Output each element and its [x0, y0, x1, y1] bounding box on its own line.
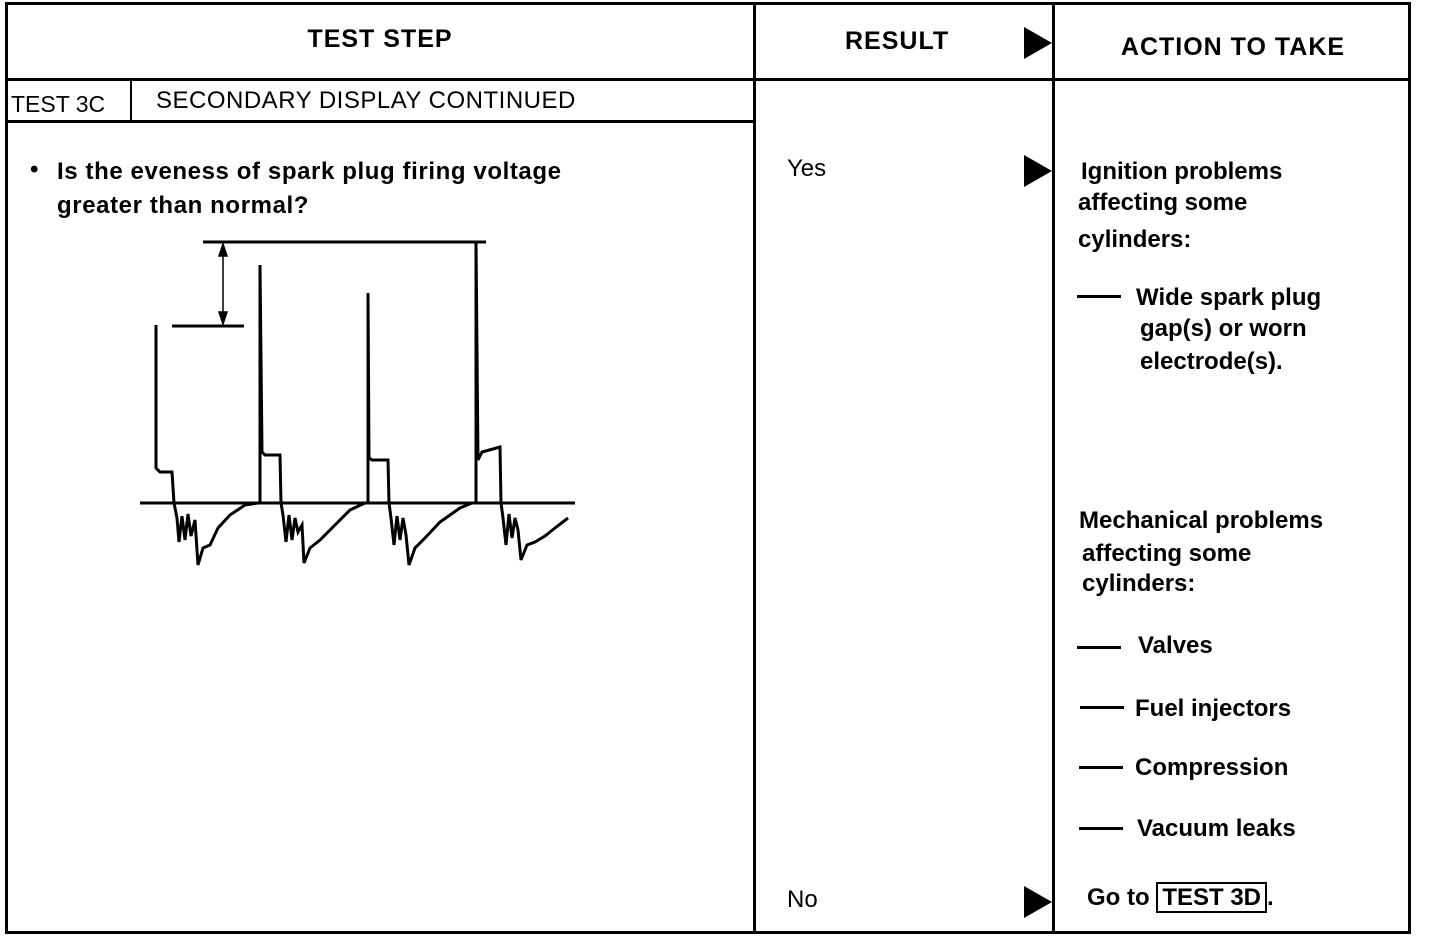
- mechanical-item-compression: Compression: [1135, 754, 1289, 781]
- header-action: ACTION TO TAKE: [1120, 33, 1346, 61]
- dimension-arrowhead-top-icon: [217, 241, 229, 257]
- header-result: RESULT: [845, 27, 950, 55]
- mechanical-item-fuel-injectors: Fuel injectors: [1135, 695, 1292, 722]
- firing-trace-1: [154, 325, 259, 566]
- secondary-waveform-diagram: [140, 240, 575, 566]
- test-id-divider: [130, 80, 132, 122]
- ignition-item-line-1: Wide spark plug: [1136, 284, 1322, 311]
- ignition-item-line-3: electrode(s).: [1140, 348, 1283, 375]
- dimension-arrowhead-bottom-icon: [217, 311, 229, 327]
- ignition-item-line-2: gap(s) or worn: [1140, 315, 1307, 342]
- mechanical-item-vacuum-leaks: Vacuum leaks: [1137, 815, 1296, 842]
- ignition-heading-line-1: Ignition problems: [1081, 158, 1283, 185]
- test-title-divider: [5, 120, 755, 123]
- test-title: SECONDARY DISPLAY CONTINUED: [156, 87, 576, 114]
- table-border-top: [5, 2, 1411, 5]
- table-border-right: [1408, 2, 1411, 934]
- no-action-prefix: Go to: [1087, 884, 1150, 911]
- result-yes-arrow-icon: [1024, 155, 1052, 187]
- firing-trace-2: [258, 264, 366, 564]
- ignition-heading-line-3: cylinders:: [1078, 226, 1192, 253]
- ignition-heading-line-2: affecting some: [1078, 189, 1248, 216]
- result-no: No: [787, 886, 818, 913]
- bullet-icon: •: [30, 156, 39, 183]
- result-no-arrow-icon: [1024, 886, 1052, 918]
- firing-trace-3: [366, 292, 473, 566]
- question-line-1: Is the eveness of spark plug firing volt…: [57, 158, 562, 185]
- result-yes: Yes: [787, 155, 827, 182]
- mechanical-heading-line-3: cylinders:: [1082, 570, 1196, 597]
- dash-icon: [1077, 295, 1121, 298]
- test-3d-link[interactable]: TEST 3D: [1156, 882, 1268, 913]
- table-border-bottom: [5, 931, 1411, 934]
- column-divider-1: [753, 2, 756, 934]
- mechanical-item-valves: Valves: [1138, 632, 1213, 659]
- dash-icon: [1079, 766, 1123, 769]
- dash-icon: [1079, 827, 1123, 830]
- mechanical-heading-line-1: Mechanical problems: [1079, 507, 1324, 534]
- firing-trace-4: [474, 241, 569, 561]
- test-id: TEST 3C: [11, 91, 106, 117]
- mechanical-heading-line-2: affecting some: [1082, 540, 1252, 567]
- header-divider: [5, 78, 1411, 81]
- column-divider-2: [1052, 2, 1055, 934]
- header-arrow-icon: [1024, 27, 1052, 59]
- no-action-suffix: .: [1267, 884, 1274, 911]
- dash-icon: [1077, 646, 1121, 649]
- no-action: Go to TEST 3D.: [1087, 882, 1274, 913]
- header-test-step: TEST STEP: [307, 25, 453, 53]
- table-border-left: [5, 2, 8, 934]
- dash-icon: [1080, 706, 1124, 709]
- question-line-2: greater than normal?: [57, 192, 310, 219]
